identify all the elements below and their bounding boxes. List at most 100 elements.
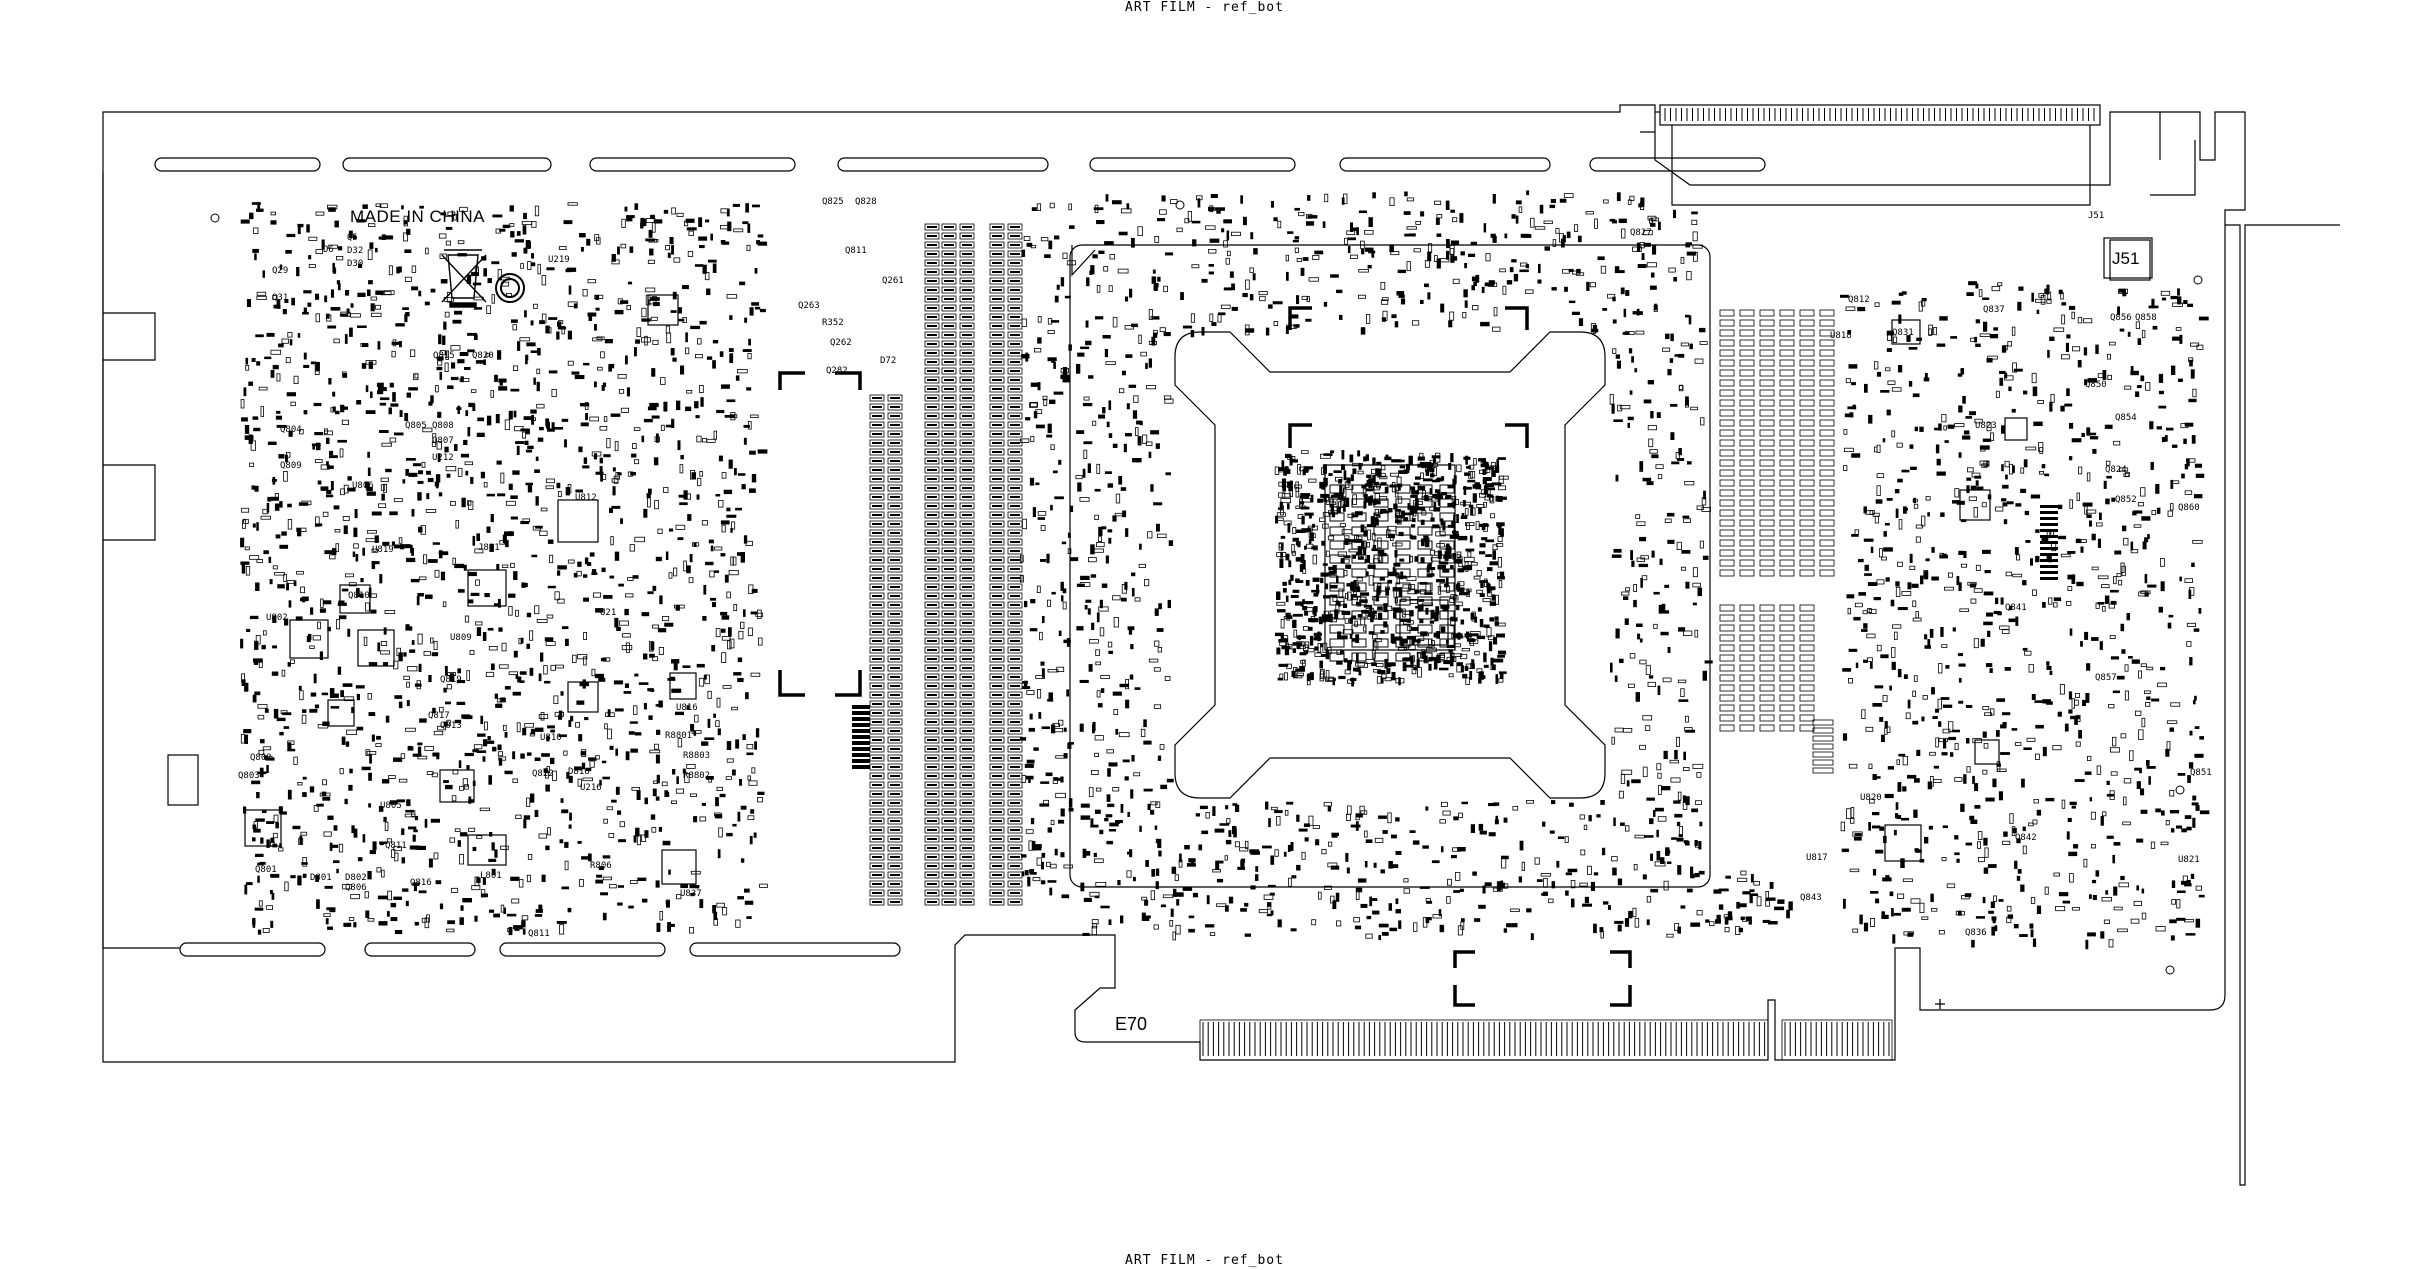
pad [1021,871,1025,877]
cap-pad [989,772,1005,780]
pad [1571,898,1575,908]
pad [617,246,620,255]
pad [1389,244,1394,253]
pad [256,559,263,563]
pad [1470,613,1475,620]
pad [1184,218,1190,224]
pad [262,270,265,278]
pad [491,868,496,876]
cap-pad [989,376,1005,384]
cap-pad-fill [890,451,900,453]
pad [545,770,549,779]
pad [583,656,587,666]
pad [308,255,312,260]
pad [312,635,321,641]
pad [1630,550,1633,560]
pad [1518,876,1522,883]
pad [592,337,603,342]
pad [486,526,491,533]
pad [1021,775,1027,783]
pad [1108,829,1116,832]
pad [439,706,444,713]
pad [1290,842,1294,851]
pad [729,315,733,320]
cap-pad [959,358,975,366]
pad [1356,653,1359,664]
pad [323,831,332,837]
pad [1366,314,1371,324]
pad [256,522,259,531]
pad [535,496,539,506]
pad [1101,583,1108,588]
pad [1329,584,1338,589]
cap-pad [959,871,975,879]
pad [1442,521,1446,531]
pad [1694,840,1698,846]
pad [664,790,669,797]
pad [744,888,750,893]
pad [540,712,545,721]
pad [511,898,520,904]
pad [609,575,615,579]
pad [1690,873,1695,879]
pad [1028,727,1035,732]
pad [1292,537,1299,542]
cap-pad [1007,331,1023,339]
pad [1131,572,1136,577]
pad [1440,518,1444,526]
cap-pad [1007,367,1023,375]
cap-pad-fill [927,352,937,354]
pad [510,562,515,568]
pad [1140,728,1146,737]
pad [1106,840,1114,845]
cap-pad [1007,484,1023,492]
pad [419,718,427,723]
cap-pad [1007,673,1023,681]
cap-pad [869,556,885,564]
pad [310,361,316,365]
pad [686,705,690,710]
pad [604,339,613,344]
pad [1540,873,1552,877]
pad [257,875,260,883]
pad [659,595,663,605]
pad [1385,454,1389,460]
pad [630,472,636,476]
cap-pad [869,520,885,528]
pad [1608,905,1611,910]
cap-pad-fill [872,676,882,678]
board-outline [102,104,2340,1186]
pad [1040,525,1046,531]
pad [1055,792,1066,799]
pad [746,752,754,756]
pad [1656,763,1662,771]
pad [1109,822,1119,827]
cap-pad [924,862,940,870]
cap-pad-fill [1010,865,1020,867]
pad [466,670,470,681]
pad [671,418,675,428]
pad [742,221,749,225]
pad [1433,632,1438,638]
cap-pad [887,601,903,609]
pad [1182,325,1193,329]
pad [1318,617,1323,623]
pad [1646,262,1657,268]
pad [1112,200,1122,205]
pad [1461,512,1465,518]
pad [1286,801,1294,805]
cap-pad [989,277,1005,285]
pad [246,299,251,307]
pad [717,728,721,736]
cap-pad-fill [944,730,954,732]
pad [1104,241,1114,246]
pad [610,536,614,546]
pad [1475,486,1481,490]
pad [1048,692,1053,700]
cap-pad [1007,583,1023,591]
cap-pad-fill [1010,370,1020,372]
cap-pad-fill [962,622,972,624]
pad [1404,191,1408,197]
pad [706,288,711,296]
pad [260,837,264,844]
